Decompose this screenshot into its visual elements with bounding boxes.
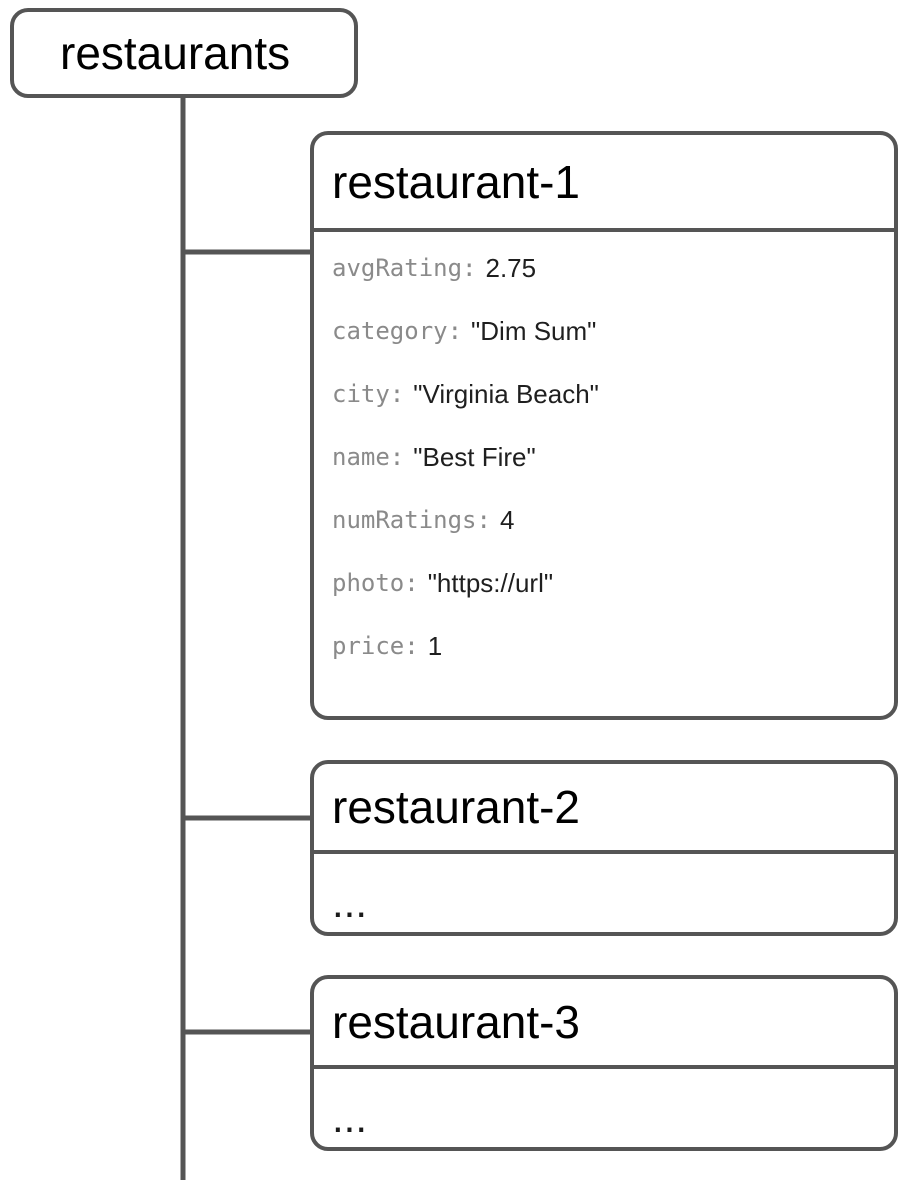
field-value: 2.75 — [485, 253, 537, 283]
field-row: city: "Virginia Beach" — [332, 379, 894, 445]
collection-node-label: restaurants — [60, 27, 291, 79]
field-row: numRatings: 4 — [332, 505, 894, 571]
document-header[interactable]: restaurant-2 — [314, 764, 894, 850]
field-row: avgRating: 2.75 — [332, 253, 894, 319]
document-title: restaurant-1 — [332, 155, 581, 208]
field-value: "Virginia Beach" — [413, 379, 599, 409]
field-value: 4 — [499, 505, 515, 535]
field-value: "Dim Sum" — [471, 316, 597, 346]
header-divider — [314, 1065, 894, 1069]
field-value: "https://url" — [427, 568, 554, 598]
document-header[interactable]: restaurant-3 — [314, 979, 894, 1065]
header-divider — [314, 228, 894, 232]
document-title: restaurant-3 — [332, 996, 581, 1048]
document-node-restaurant-2[interactable]: restaurant-2 ... — [310, 760, 898, 936]
field-key: name: — [332, 443, 405, 471]
document-fields-list: ... — [314, 1069, 894, 1147]
field-row: category: "Dim Sum" — [332, 316, 894, 382]
field-value: "Best Fire" — [413, 442, 536, 472]
field-key: numRatings: — [332, 506, 491, 534]
field-key: city: — [332, 380, 405, 408]
field-key: category: — [332, 317, 463, 345]
document-fields-list: avgRating: 2.75 category: "Dim Sum" city… — [314, 232, 894, 716]
field-row: name: "Best Fire" — [332, 442, 894, 508]
field-key: price: — [332, 632, 419, 660]
document-node-restaurant-3[interactable]: restaurant-3 ... — [310, 975, 898, 1151]
document-node-restaurant-1[interactable]: restaurant-1 avgRating: 2.75 category: "… — [310, 131, 898, 720]
collapsed-ellipsis: ... — [332, 879, 368, 926]
field-row: photo: "https://url" — [332, 568, 894, 634]
header-divider — [314, 850, 894, 854]
document-title: restaurant-2 — [332, 781, 581, 833]
document-header[interactable]: restaurant-1 — [314, 135, 894, 228]
field-key: photo: — [332, 569, 419, 597]
field-value: 1 — [427, 631, 443, 661]
collection-node-restaurants[interactable]: restaurants — [10, 8, 358, 98]
document-fields-list: ... — [314, 854, 894, 932]
collapsed-ellipsis: ... — [332, 1094, 368, 1141]
field-key: avgRating: — [332, 254, 477, 282]
field-row: price: 1 — [332, 631, 894, 697]
